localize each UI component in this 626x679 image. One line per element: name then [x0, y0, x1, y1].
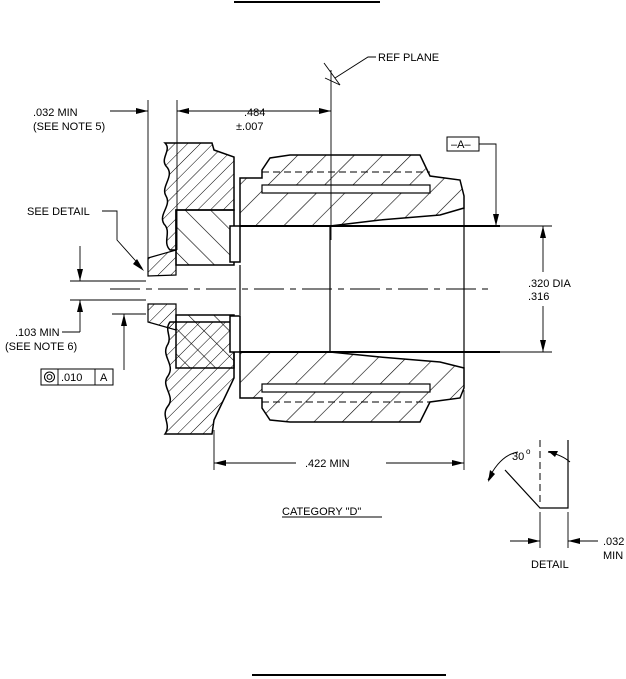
- datum-a: –A–: [446, 136, 499, 226]
- dim-484: .484 ±.007: [176, 100, 331, 250]
- ref-plane-callout: REF PLANE: [323, 52, 439, 240]
- see-note-6-label: (SEE NOTE 6): [5, 341, 77, 353]
- face-edge-upper: [147, 249, 177, 277]
- dim-032-note5: .032 MIN (SEE NOTE 5): [33, 100, 149, 258]
- insert-lower-section: [175, 314, 235, 369]
- min-422-label: .422 MIN: [305, 458, 350, 470]
- detail-angle-degree: o: [526, 447, 531, 456]
- dim-484-tolerance: ±.007: [236, 121, 263, 133]
- detail-032-value: .032: [603, 536, 624, 548]
- coupling-band-upper: [261, 184, 431, 194]
- detail-angle: 30: [512, 451, 524, 463]
- wall-upper-section: [161, 142, 235, 251]
- feature-control-frame: .010 A: [40, 313, 146, 386]
- detail-title: DETAIL: [531, 559, 569, 571]
- see-note-5-label: (SEE NOTE 5): [33, 121, 105, 133]
- face-edge-lower: [147, 303, 177, 331]
- dia-316-label: .316: [528, 291, 549, 303]
- dim-422: .422 MIN: [213, 390, 465, 470]
- flange-upper: [229, 225, 241, 263]
- detail-view: 30 o .032 MIN DETAIL: [487, 440, 624, 571]
- insert-upper-section: [175, 209, 235, 266]
- dia-320-label: .320 DIA: [528, 278, 571, 290]
- ref-plane-label: REF PLANE: [378, 52, 439, 64]
- fcf-datum: A: [100, 372, 108, 384]
- min-032-label: .032 MIN: [33, 107, 78, 119]
- dim-484-value: .484: [244, 107, 265, 119]
- see-detail-leader: SEE DETAIL: [27, 206, 144, 271]
- fcf-tolerance: .010: [61, 372, 82, 384]
- min-103-label: .103 MIN: [15, 327, 60, 339]
- coupling-band-lower: [261, 383, 431, 393]
- see-detail-label: SEE DETAIL: [27, 206, 90, 218]
- connector-section: [110, 142, 500, 435]
- flange-lower: [229, 315, 241, 353]
- dim-320-dia: .320 DIA .316: [500, 225, 571, 353]
- datum-a-label: –A–: [451, 139, 471, 151]
- dim-103: .103 MIN (SEE NOTE 6): [5, 246, 146, 353]
- detail-min-label: MIN: [603, 550, 623, 562]
- category-caption: CATEGORY "D": [282, 506, 361, 518]
